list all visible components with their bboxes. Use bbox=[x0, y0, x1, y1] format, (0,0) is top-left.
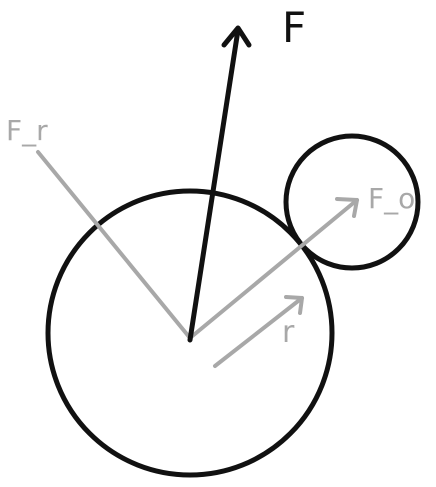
radius-vector bbox=[213, 295, 304, 368]
force-o-vector bbox=[188, 197, 359, 340]
force-r-vector bbox=[36, 150, 192, 340]
force-f-vector bbox=[187, 25, 252, 343]
force-o-label: F_o bbox=[368, 182, 415, 215]
large-circle bbox=[45, 188, 335, 478]
radius-label: r bbox=[282, 315, 295, 350]
force-r-label: F_r bbox=[6, 114, 48, 147]
small-circle bbox=[283, 133, 421, 271]
force-label: F bbox=[282, 3, 306, 52]
